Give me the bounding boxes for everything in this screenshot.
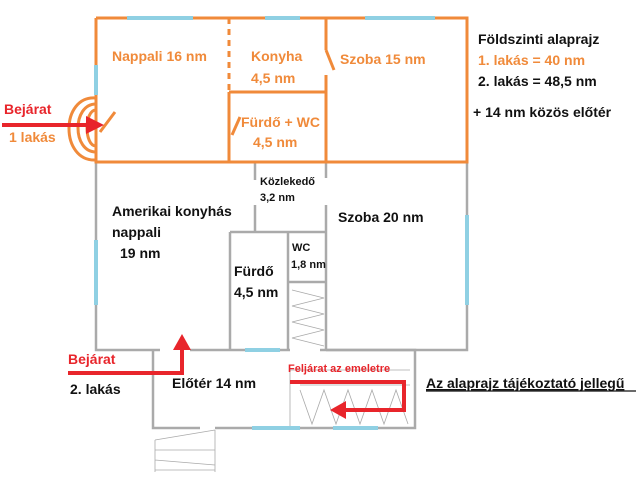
room-wc: WC xyxy=(292,242,310,254)
room-nappali: Nappali 16 nm xyxy=(112,48,207,64)
room-konyha: Konyha xyxy=(251,48,303,64)
disclaimer-note: Az alaprajz tájékoztató jellegű xyxy=(426,375,624,391)
entrance1-arrow-icon xyxy=(2,116,104,134)
legend-title: Földszinti alaprajz xyxy=(478,31,599,47)
room-wc-area: 1,8 nm xyxy=(291,259,326,271)
stairs-label: Feljárat az emeletre xyxy=(288,363,390,375)
room-kozlekedo-area: 3,2 nm xyxy=(260,192,295,204)
entrance1-label: Bejárat xyxy=(4,101,52,117)
room-amerikai-area: 19 nm xyxy=(120,245,160,261)
room-szoba20: Szoba 20 nm xyxy=(338,209,424,225)
room-szoba15: Szoba 15 nm xyxy=(340,51,426,67)
legend-common: + 14 nm közös előtér xyxy=(473,104,612,120)
room-amerikai-2: nappali xyxy=(112,224,161,240)
entrance2-sub: 2. lakás xyxy=(70,381,121,397)
stairs-internal xyxy=(291,289,325,347)
hallway-walls xyxy=(151,348,417,472)
room-amerikai: Amerikai konyhás xyxy=(112,203,232,219)
entrance2-arrow-icon xyxy=(68,334,191,375)
entrance1-sub: 1 lakás xyxy=(9,129,56,145)
room-furdo: Fürdő xyxy=(234,263,274,279)
legend-flat1: 1. lakás = 40 nm xyxy=(478,52,585,68)
legend-flat2: 2. lakás = 48,5 nm xyxy=(478,73,597,89)
room-furdo-area: 4,5 nm xyxy=(234,284,278,300)
room-furdo-wc-area: 4,5 nm xyxy=(253,134,297,150)
entrance2-label: Bejárat xyxy=(68,351,116,367)
room-kozlekedo: Közlekedő xyxy=(260,176,315,188)
stairs-arrow-icon xyxy=(290,380,406,419)
room-konyha-area: 4,5 nm xyxy=(251,70,295,86)
room-eloter: Előtér 14 nm xyxy=(172,375,256,391)
room-furdo-wc: Fürdő + WC xyxy=(241,114,320,130)
